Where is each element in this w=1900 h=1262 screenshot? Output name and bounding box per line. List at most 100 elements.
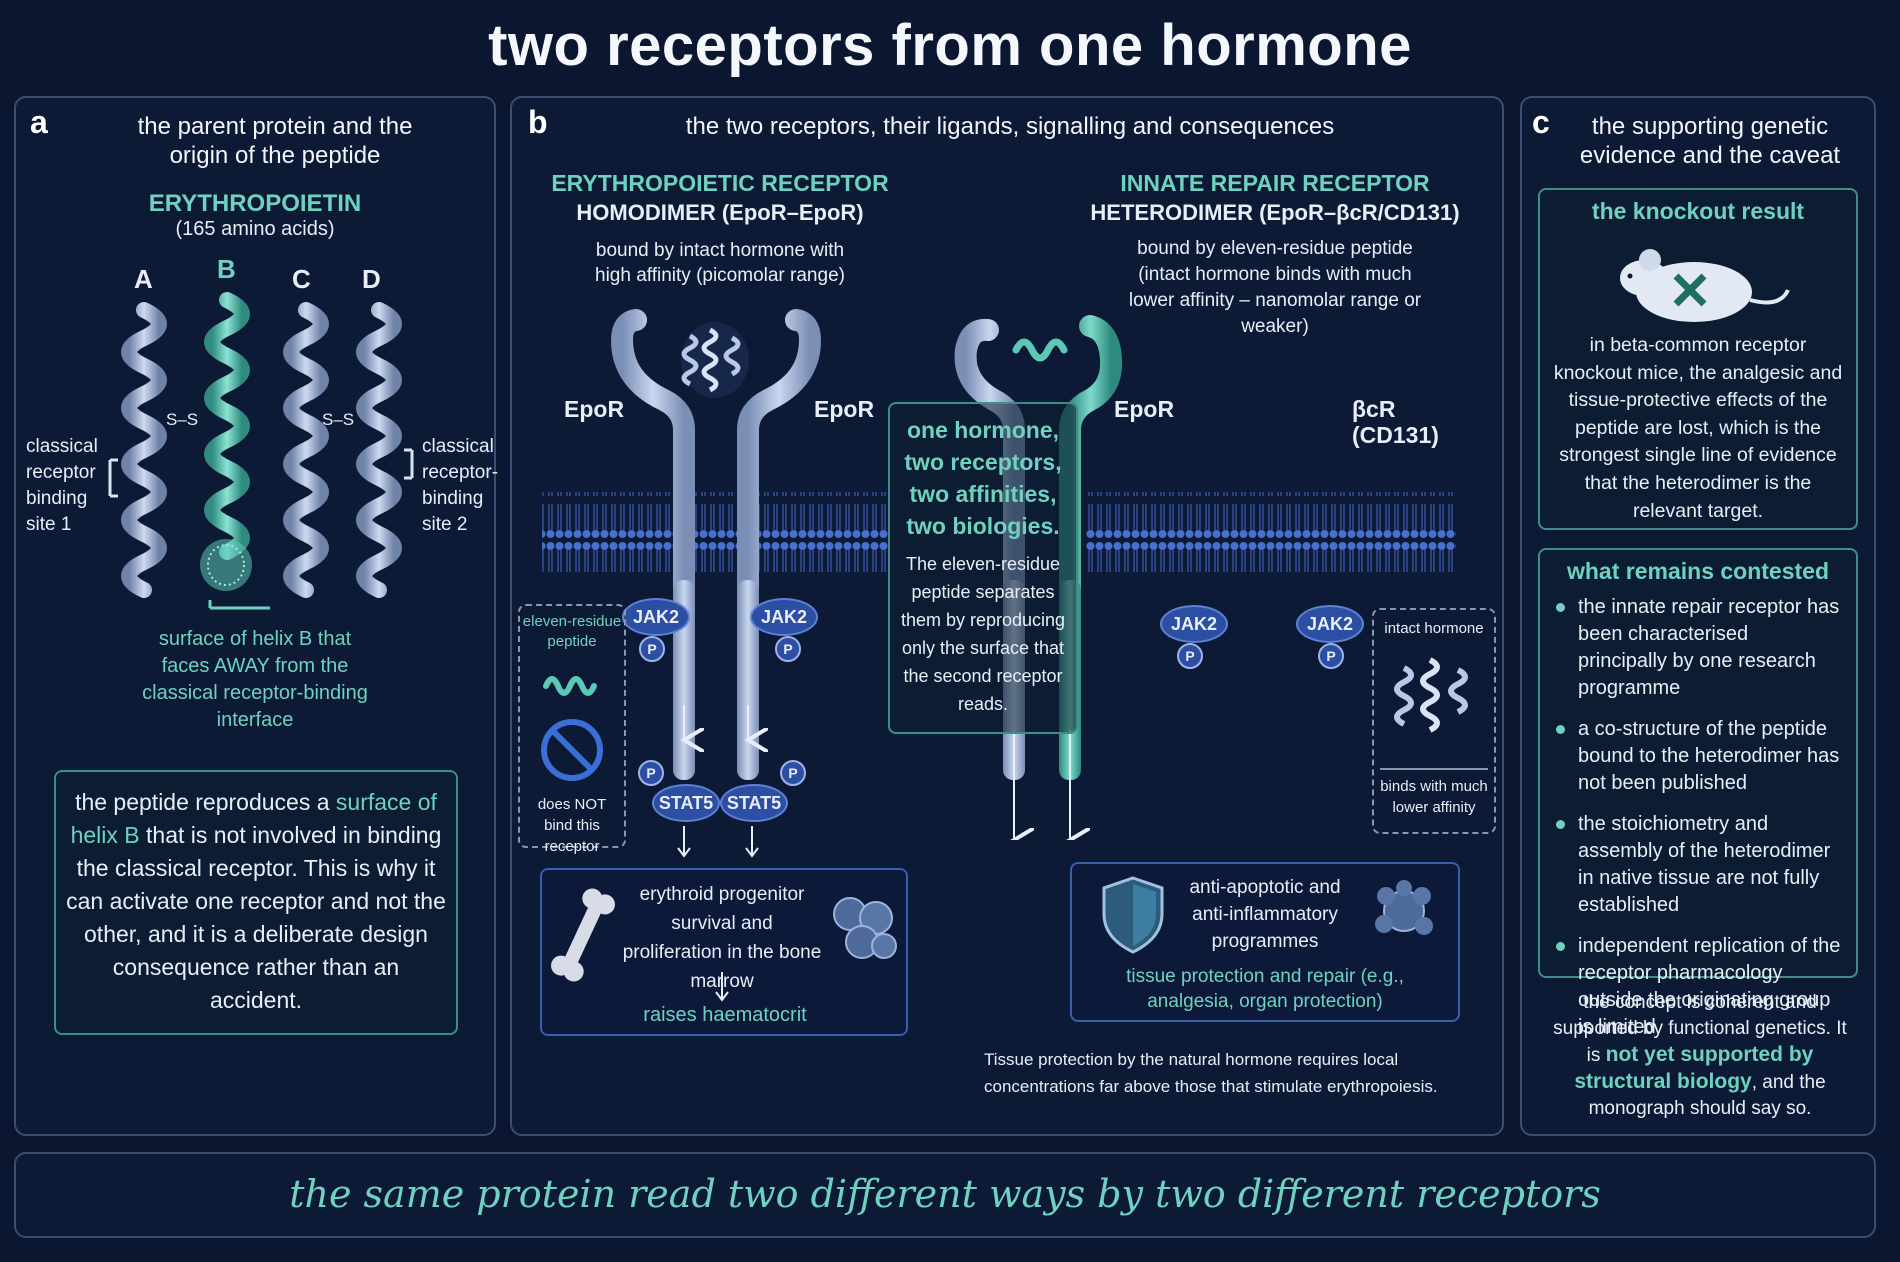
p-stat-1: P bbox=[638, 760, 664, 786]
membrane-left bbox=[542, 492, 888, 572]
bcr-label: βcR bbox=[1352, 396, 1396, 422]
raises-haematocrit: raises haematocrit bbox=[643, 1004, 807, 1026]
helix-d bbox=[356, 302, 402, 598]
stat5-1-label: STAT5 bbox=[658, 793, 714, 813]
peptide-bound-icon bbox=[1012, 338, 1068, 362]
epor-label-right: EpoR bbox=[1114, 396, 1175, 422]
jak2-left-1: JAK2 bbox=[622, 598, 690, 636]
cell-icon bbox=[1375, 880, 1433, 935]
mouse-knockout-icon bbox=[1620, 249, 1790, 322]
peptide-explanation-text: the peptide reproduces a surface of heli… bbox=[66, 786, 446, 1017]
intact-hormone-bound-icon bbox=[681, 322, 749, 398]
contested-item: independent replication of the receptor … bbox=[1542, 933, 1842, 1041]
peptide-explanation-pre: the peptide reproduces a bbox=[75, 789, 336, 815]
contested-title: what remains contested bbox=[1566, 558, 1830, 584]
conclusion-pre: the concept is coherent and supported by… bbox=[1553, 992, 1847, 1066]
peptide-not-bind-box bbox=[518, 604, 626, 848]
panel-c-label: c bbox=[1532, 104, 1550, 140]
p-right-1-label: P bbox=[1185, 648, 1195, 664]
page-title: two receptors from one hormone bbox=[488, 13, 1412, 78]
knockout-title: the knockout result bbox=[1591, 198, 1805, 224]
center-text: The eleven-residue peptide separates the… bbox=[900, 554, 1066, 714]
panel-a-heading: the parent protein and the origin of the… bbox=[137, 113, 413, 169]
jak2-right-1: JAK2 bbox=[1160, 605, 1228, 643]
site2-label: classical receptor-binding site 2 bbox=[422, 436, 499, 535]
p-stat-2: P bbox=[780, 760, 806, 786]
surface-caption: surface of helix B that faces AWAY from … bbox=[142, 628, 368, 731]
left-receptor-subtitle: HOMODIMER (EpoR–EpoR) bbox=[576, 200, 864, 225]
right-receptor-binding: bound by eleven-residue peptide (intact … bbox=[1128, 238, 1422, 337]
panel-c-heading: the supporting genetic evidence and the … bbox=[1579, 113, 1841, 169]
bcr-sub-label: (CD131) bbox=[1352, 422, 1439, 448]
p-left-1: P bbox=[639, 636, 665, 662]
p-stat-2-label: P bbox=[788, 765, 798, 781]
erythroid-outcome-text: erythroid progenitor survival and prolif… bbox=[622, 884, 822, 992]
p-right-2-label: P bbox=[1326, 648, 1336, 664]
knockout-box bbox=[1538, 188, 1858, 530]
panel-b-footnote: Tissue protection by the natural hormone… bbox=[984, 1050, 1438, 1096]
footer-banner bbox=[14, 1152, 1876, 1238]
p-left-2: P bbox=[775, 636, 801, 662]
intact-hormone-box bbox=[1372, 608, 1496, 834]
epor-label-left-1: EpoR bbox=[564, 396, 625, 422]
helix-a bbox=[121, 302, 167, 598]
stat5-2: STAT5 bbox=[720, 784, 788, 822]
jak2-right-1-label: JAK2 bbox=[1170, 614, 1218, 634]
helix-bundle bbox=[108, 292, 414, 610]
tissue-protection-result: tissue protection and repair (e.g., anal… bbox=[1126, 966, 1404, 1012]
membrane-right bbox=[1086, 492, 1456, 572]
contested-item: the stoichiometry and assembly of the he… bbox=[1542, 811, 1842, 919]
contested-list: the innate repair receptor has been char… bbox=[1542, 594, 1842, 1055]
conclusion-text: the concept is coherent and supported by… bbox=[1545, 990, 1855, 1122]
p-stat-1-label: P bbox=[646, 765, 656, 781]
cell-cluster-icon bbox=[833, 897, 897, 959]
right-receptor-subtitle: HETERODIMER (EpoR–βcR/CD131) bbox=[1090, 200, 1460, 225]
jak2-right-2-label: JAK2 bbox=[1306, 614, 1354, 634]
p-right-2: P bbox=[1318, 643, 1344, 669]
intact-hormone-icon bbox=[1394, 657, 1468, 733]
jak2-left-2-label: JAK2 bbox=[760, 607, 808, 627]
contested-item: a co-structure of the peptide bound to t… bbox=[1542, 716, 1842, 797]
conclusion-post: , and the monograph should say so. bbox=[1588, 1072, 1826, 1119]
disulfide-cd: S–S bbox=[322, 410, 355, 429]
stat5-2-label: STAT5 bbox=[726, 793, 782, 813]
peptide-icon bbox=[543, 676, 597, 696]
shield-icon bbox=[1102, 876, 1164, 954]
helix-c bbox=[283, 302, 329, 598]
helix-label-a: A bbox=[134, 264, 153, 294]
epor-label-left-2: EpoR bbox=[814, 396, 875, 422]
p-left-1-label: P bbox=[647, 641, 657, 657]
does-not-bind-label: does NOT bind this receptor bbox=[537, 796, 607, 855]
panel-b-label: b bbox=[528, 104, 548, 140]
protein-length: (165 amino acids) bbox=[175, 218, 335, 240]
peptide-explanation-box bbox=[54, 770, 458, 1035]
site1-label: classical receptor binding site 1 bbox=[26, 436, 98, 535]
jak2-left-2: JAK2 bbox=[750, 598, 818, 636]
stat-arrows bbox=[677, 826, 759, 858]
disulfide-ab: S–S bbox=[166, 410, 199, 429]
footer-text: the same protein read two different ways… bbox=[289, 1172, 1601, 1216]
intact-hormone-divider bbox=[1380, 768, 1488, 770]
left-receptor-title: ERYTHROPOIETIC RECEPTOR bbox=[551, 170, 889, 196]
lower-affinity-label: binds with much lower affinity bbox=[1380, 778, 1488, 816]
p-right-1: P bbox=[1177, 643, 1203, 669]
panel-a-label: a bbox=[30, 104, 48, 140]
peptide-explanation-highlight: surface of helix B bbox=[70, 789, 437, 848]
center-highlight: one hormone, two receptors, two affiniti… bbox=[904, 417, 1062, 539]
tissue-protection-programmes: anti-apoptotic and anti-inflammatory pro… bbox=[1189, 877, 1341, 952]
jak2-left-1-label: JAK2 bbox=[632, 607, 680, 627]
helix-label-b: B bbox=[217, 254, 236, 284]
peptide-explanation-post: that is not involved in binding the clas… bbox=[66, 822, 446, 1013]
stat5-1: STAT5 bbox=[652, 784, 720, 822]
right-receptor-title: INNATE REPAIR RECEPTOR bbox=[1120, 170, 1430, 196]
panel-b-heading: the two receptors, their ligands, signal… bbox=[685, 113, 1335, 140]
no-entry-icon bbox=[541, 719, 603, 781]
peptide-not-bind-label: eleven-residue peptide bbox=[522, 613, 622, 650]
knockout-text: in beta-common receptor knockout mice, t… bbox=[1553, 334, 1843, 522]
outcome-arrow-left bbox=[715, 972, 729, 1002]
jak2-right-2: JAK2 bbox=[1296, 605, 1364, 643]
contested-box bbox=[1538, 548, 1858, 978]
intact-hormone-label: intact hormone bbox=[1384, 620, 1484, 637]
conclusion-highlight: not yet supported by structural biology bbox=[1574, 1043, 1814, 1093]
center-explanation-box bbox=[888, 402, 1078, 734]
